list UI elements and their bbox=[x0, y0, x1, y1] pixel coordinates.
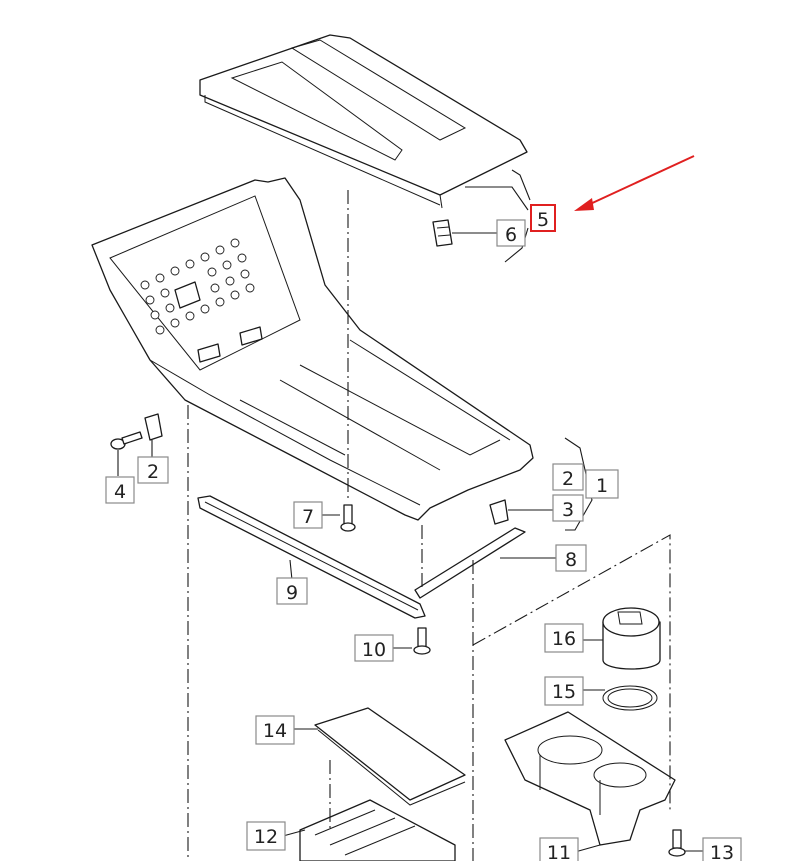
svg-text:2: 2 bbox=[562, 468, 574, 490]
screw-part-10 bbox=[413, 627, 431, 655]
leader-lines bbox=[117, 169, 705, 853]
callout-16: 16 bbox=[544, 623, 584, 653]
console-frame bbox=[91, 177, 534, 521]
callout-3: 3 bbox=[552, 494, 584, 522]
svg-text:3: 3 bbox=[562, 499, 574, 521]
clip-part-3 bbox=[489, 499, 509, 525]
ring-part-15 bbox=[602, 685, 658, 711]
svg-text:14: 14 bbox=[263, 720, 287, 742]
screw-part-7 bbox=[340, 504, 356, 532]
screw-part-4 bbox=[110, 431, 143, 450]
svg-text:13: 13 bbox=[710, 842, 734, 861]
svg-text:10: 10 bbox=[362, 639, 386, 661]
callout-2-right: 2 bbox=[552, 463, 584, 491]
svg-text:8: 8 bbox=[565, 549, 577, 571]
callout-1: 1 bbox=[585, 469, 619, 499]
callout-13: 13 bbox=[702, 837, 742, 861]
callout-7: 7 bbox=[293, 501, 323, 529]
svg-text:12: 12 bbox=[254, 826, 278, 848]
callout-15: 15 bbox=[544, 676, 584, 706]
right-strip-part-8 bbox=[414, 527, 526, 599]
callout-6: 6 bbox=[496, 219, 526, 247]
svg-text:11: 11 bbox=[547, 842, 571, 861]
callout-labels: 1 2 3 2 4 5 6 7 bbox=[105, 204, 742, 861]
callout-8: 8 bbox=[555, 544, 587, 572]
svg-text:1: 1 bbox=[596, 475, 608, 497]
svg-text:2: 2 bbox=[147, 461, 159, 483]
svg-text:9: 9 bbox=[286, 582, 298, 604]
cupholder-housing-part-11 bbox=[504, 711, 676, 846]
callout-4: 4 bbox=[105, 476, 135, 504]
svg-text:7: 7 bbox=[302, 506, 314, 528]
screw-part-13 bbox=[668, 829, 686, 857]
svg-text:5: 5 bbox=[537, 209, 549, 231]
clip-part-6 bbox=[432, 219, 453, 247]
svg-text:15: 15 bbox=[552, 681, 576, 703]
frame-hole-grid bbox=[140, 238, 255, 335]
callout-5: 5 bbox=[530, 204, 556, 232]
clip-part-2 bbox=[144, 413, 163, 441]
mat-part-12 bbox=[299, 799, 456, 861]
svg-text:4: 4 bbox=[114, 481, 126, 503]
top-trim-panel bbox=[199, 34, 528, 209]
svg-text:6: 6 bbox=[505, 224, 517, 246]
tray-part-14 bbox=[314, 707, 466, 806]
callout-9: 9 bbox=[276, 577, 308, 605]
left-strip-part-9 bbox=[197, 495, 426, 619]
callout-10: 10 bbox=[354, 634, 394, 662]
assembly-center-lines bbox=[187, 190, 671, 861]
callout-14: 14 bbox=[255, 715, 295, 745]
callout-2-left: 2 bbox=[137, 456, 169, 484]
callout-11: 11 bbox=[539, 837, 579, 861]
cup-insert-part-16 bbox=[602, 607, 661, 670]
svg-text:16: 16 bbox=[552, 628, 576, 650]
callout-12: 12 bbox=[246, 821, 286, 851]
red-pointer-arrow bbox=[574, 155, 695, 211]
